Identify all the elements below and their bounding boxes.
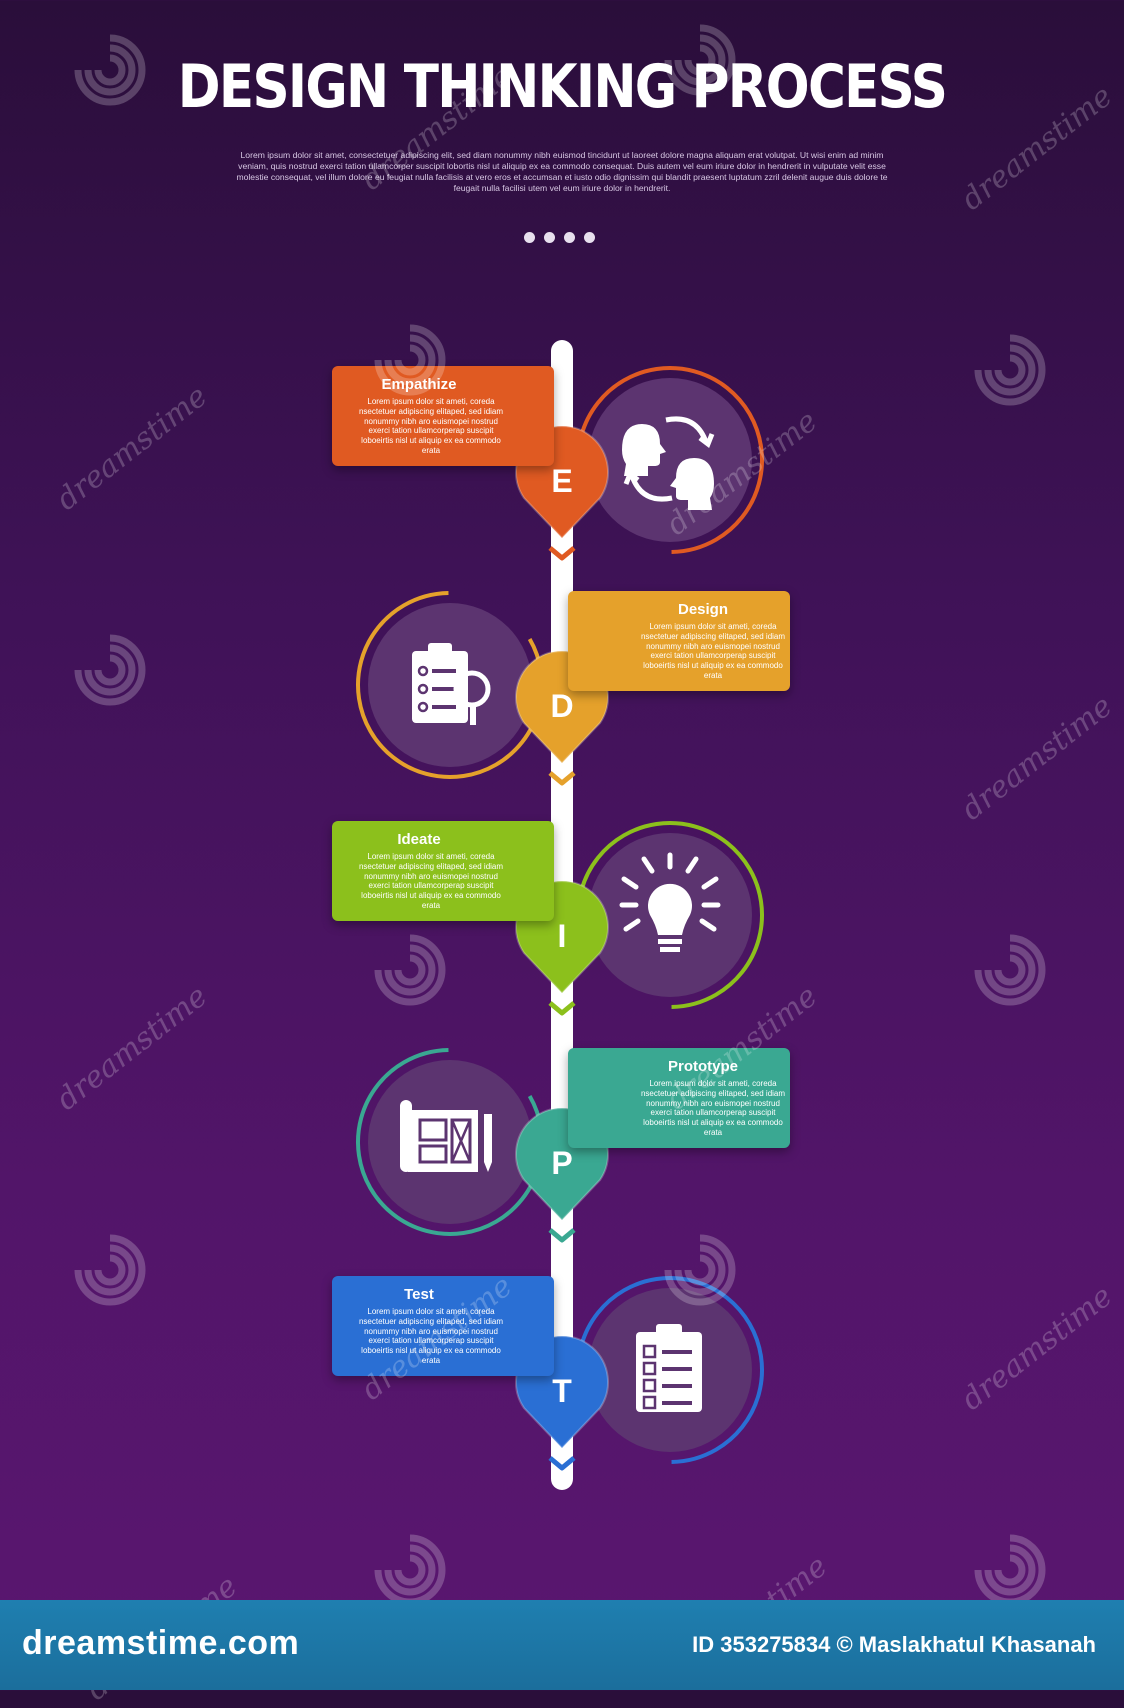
step-ring: [356, 591, 544, 779]
pagination-dots: [524, 232, 604, 244]
step-title: Prototype: [667, 1058, 738, 1075]
page-subtitle: Lorem ipsum dolor sit amet, consectetuer…: [236, 150, 888, 193]
step-title: Design: [677, 601, 728, 618]
step-letter: E: [551, 463, 573, 499]
step-body: Lorem ipsum dolor sit ameti, coreda nsec…: [640, 622, 786, 680]
blueprint-icon: [400, 1100, 492, 1172]
lightbulb-icon: [619, 852, 721, 952]
dot: [564, 232, 575, 243]
clipboard-search-icon: [412, 643, 491, 725]
dot: [524, 232, 535, 243]
step-title: Test: [404, 1286, 434, 1303]
footer-bar: dreamstime.com ID 353275834 © Maslakhatu…: [0, 1600, 1124, 1690]
step-body: Lorem ipsum dolor sit ameti, coreda nsec…: [640, 1079, 786, 1137]
chevron-down-icon: [548, 1456, 576, 1471]
step-title: Empathize: [381, 376, 457, 393]
dot: [584, 232, 595, 243]
step-prototype: [356, 1048, 609, 1243]
dot: [544, 232, 555, 243]
step-body: Lorem ipsum dolor sit ameti, coreda nsec…: [358, 1307, 504, 1365]
chevron-down-icon: [548, 546, 576, 561]
chevron-down-icon: [548, 1001, 576, 1016]
page-title: DESIGN THINKING PROCESS: [177, 52, 948, 122]
people-exchange-icon: [622, 416, 715, 510]
step-icon-disc: [588, 378, 752, 542]
footer-brand: dreamstime.com: [22, 1624, 300, 1662]
step-ring: [356, 1048, 544, 1236]
step-letter: P: [551, 1145, 573, 1181]
chevron-down-icon: [548, 771, 576, 786]
step-letter: I: [557, 918, 567, 954]
step-title: Ideate: [397, 831, 441, 848]
step-body: Lorem ipsum dolor sit ameti, coreda nsec…: [358, 397, 504, 455]
chevron-down-icon: [548, 1228, 576, 1243]
footer-id: ID 353275834 © Maslakhatul Khasanah: [692, 1632, 1096, 1657]
step-body: Lorem ipsum dolor sit ameti, coreda nsec…: [358, 852, 504, 910]
step-letter: D: [550, 688, 574, 724]
step-letter: T: [552, 1373, 572, 1409]
checklist-icon: [636, 1324, 702, 1412]
